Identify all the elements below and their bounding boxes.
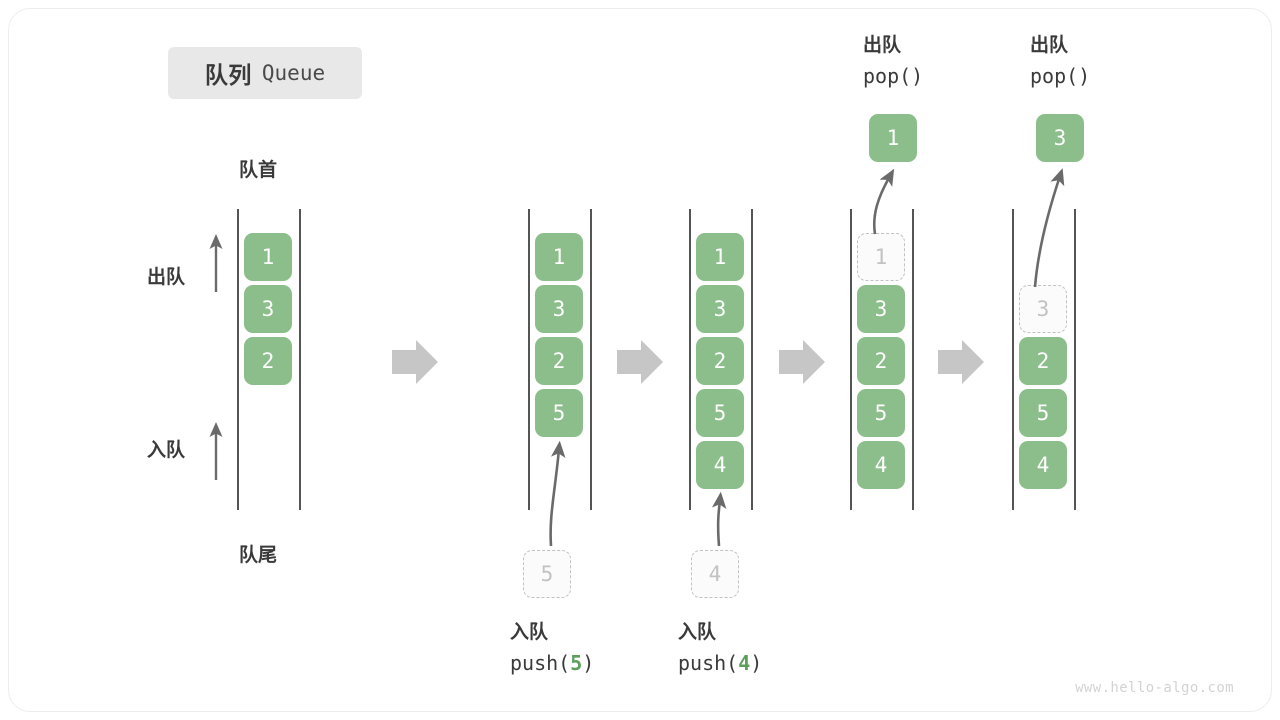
queue-rail-right-1 — [299, 209, 301, 510]
queue-rail-left-2 — [528, 209, 530, 510]
queue-element: 5 — [535, 389, 583, 437]
operation-code: pop() — [1030, 64, 1091, 88]
operation-label-pop-3: 出队 pop() — [1030, 31, 1090, 91]
queue-element: 5 — [696, 389, 744, 437]
queue-element-ghost: 1 — [857, 233, 905, 281]
popped-element: 3 — [1036, 114, 1084, 162]
operation-code-suffix: ) — [750, 651, 763, 675]
queue-element: 1 — [244, 233, 292, 281]
operation-cn: 入队 — [510, 622, 549, 643]
queue-rail-right-3 — [751, 209, 753, 510]
queue-element: 3 — [244, 285, 292, 333]
queue-rail-left-1 — [237, 209, 239, 510]
operation-code-suffix: ) — [582, 651, 595, 675]
queue-element: 3 — [535, 285, 583, 333]
queue-element: 4 — [696, 441, 744, 489]
queue-element: 3 — [696, 285, 744, 333]
title-cn: 队列 — [204, 62, 252, 88]
title-badge: 队列 Queue — [168, 47, 362, 99]
head-label: 队首 — [239, 160, 278, 181]
operation-label-pop-1: 出队 pop() — [863, 31, 923, 91]
queue-element: 4 — [857, 441, 905, 489]
queue-rail-left-3 — [689, 209, 691, 510]
queue-element: 5 — [857, 389, 905, 437]
queue-element: 2 — [1019, 337, 1067, 385]
operation-cn: 入队 — [678, 622, 717, 643]
queue-element: 1 — [696, 233, 744, 281]
operation-code-prefix: push( — [510, 651, 571, 675]
incoming-element-ghost: 5 — [523, 550, 571, 598]
queue-rail-left-4 — [850, 209, 852, 510]
diagram-card — [8, 8, 1272, 712]
enqueue-direction-label: 入队 — [147, 440, 186, 461]
queue-rail-right-4 — [912, 209, 914, 510]
operation-code: push(4) — [678, 648, 762, 678]
queue-element: 5 — [1019, 389, 1067, 437]
queue-element: 1 — [535, 233, 583, 281]
queue-element-ghost: 3 — [1019, 285, 1067, 333]
queue-element: 2 — [244, 337, 292, 385]
footer-watermark: www.hello-algo.com — [1075, 680, 1234, 696]
queue-rail-right-5 — [1074, 209, 1076, 510]
queue-element: 4 — [1019, 441, 1067, 489]
operation-cn: 出队 — [1030, 35, 1069, 56]
incoming-element-ghost: 4 — [691, 550, 739, 598]
tail-label: 队尾 — [239, 545, 278, 566]
queue-element: 3 — [857, 285, 905, 333]
operation-code: push(5) — [510, 648, 594, 678]
operation-code-arg: 4 — [738, 651, 751, 675]
queue-element: 2 — [696, 337, 744, 385]
operation-label-push-5: 入队 push(5) — [510, 618, 594, 678]
queue-rail-left-5 — [1012, 209, 1014, 510]
dequeue-direction-label: 出队 — [147, 267, 186, 288]
operation-cn: 出队 — [863, 35, 902, 56]
operation-code-arg: 5 — [570, 651, 583, 675]
title-en: Queue — [261, 61, 326, 85]
operation-label-push-4: 入队 push(4) — [678, 618, 762, 678]
queue-element: 2 — [857, 337, 905, 385]
operation-code: pop() — [863, 64, 924, 88]
queue-rail-right-2 — [590, 209, 592, 510]
popped-element: 1 — [869, 114, 917, 162]
operation-code-prefix: push( — [678, 651, 739, 675]
queue-element: 2 — [535, 337, 583, 385]
